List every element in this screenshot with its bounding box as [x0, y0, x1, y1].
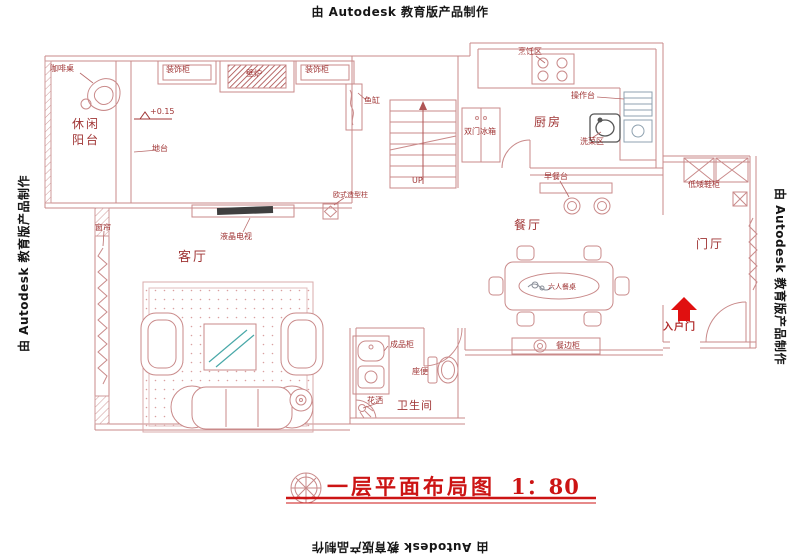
breakfast-bar: [539, 182, 613, 215]
lcd-tv-shape: [216, 206, 274, 215]
label-room-living: 客厅: [178, 250, 209, 265]
label-column: 欧式造型柱: [333, 191, 368, 199]
shoe-cabinet: [683, 157, 749, 207]
label-dining-table: 六人餐桌: [548, 283, 576, 291]
label-floor-level: +0.15: [150, 107, 175, 116]
label-room-foyer: 门厅: [696, 237, 725, 251]
vanity: [352, 335, 390, 395]
title-underline: [286, 496, 596, 504]
armchair-right: [280, 312, 324, 376]
deco-cabinet-right: [295, 60, 355, 85]
european-column: [322, 203, 339, 220]
label-room-kitchen: 厨房: [534, 115, 563, 129]
label-deco-cabinet-left: 装饰柜: [166, 65, 190, 74]
kitchen-door: [501, 139, 531, 169]
label-deco-cabinet-right: 装饰柜: [305, 65, 329, 74]
label-coffee-table: 咖啡桌: [50, 64, 74, 73]
balcony-coffee-table: [80, 78, 121, 111]
fireplace: [219, 60, 295, 93]
window-curtain-right: [748, 217, 758, 291]
deco-cabinet-left: [157, 60, 217, 85]
label-fridge: 双门冰箱: [464, 127, 496, 136]
coffee-table-living: [203, 323, 257, 371]
label-sideboard: 餐边柜: [556, 341, 580, 350]
label-shower: 花洒: [367, 396, 383, 405]
entrance-door-swing: [705, 301, 747, 343]
stairs: [389, 99, 457, 189]
label-veg-wash-area: 洗菜区: [580, 137, 604, 146]
drawing-title-name: 一层平面布局图: [327, 474, 495, 499]
entrance-arrow: [671, 297, 697, 321]
label-breakfast-bar: 早餐台: [544, 172, 568, 181]
side-table: [289, 388, 313, 412]
kitchen-counter: [477, 49, 656, 161]
label-finished-cabinet: 成品柜: [390, 340, 414, 349]
watermark-top: 由 Autodesk 教育版产品制作: [311, 5, 489, 19]
label-platform: 地台: [152, 144, 168, 153]
label-lcd-tv: 液晶电视: [220, 232, 252, 241]
label-fireplace: 壁炉: [246, 69, 262, 78]
drawing-title: 一层平面布局图 1：80: [327, 471, 580, 501]
shower-head: [355, 399, 377, 419]
bathroom-door: [423, 327, 463, 367]
fish-tank: [345, 83, 363, 131]
label-room-dining: 餐厅: [514, 218, 543, 232]
sofa: [170, 385, 314, 430]
fridge: [461, 107, 501, 163]
dining-table: [488, 245, 630, 327]
leader-lines: [79, 55, 625, 409]
tv-cabinet: [191, 204, 295, 218]
label-room-bathroom: 卫生间: [397, 399, 433, 412]
window-curtain-left: [97, 247, 108, 385]
label-entrance-door: 入户门: [663, 322, 696, 333]
kitchen-sink: [589, 113, 621, 143]
drawing-title-scale: 1：80: [511, 474, 580, 499]
label-toilet: 座便: [412, 367, 428, 376]
label-fish-tank: 鱼缸: [364, 96, 380, 105]
label-stairs-up: UP: [412, 176, 423, 185]
wall-hatch: [44, 60, 110, 425]
kitchen-appliances: [623, 91, 653, 143]
label-room-balcony: 休闲阳台: [72, 117, 101, 147]
sideboard: [511, 337, 601, 355]
label-shoe-cabinet: 低矮鞋柜: [688, 180, 720, 189]
level-mark: [134, 111, 172, 120]
label-cooking-area: 烹饪区: [518, 47, 542, 56]
armchair-left: [140, 312, 184, 376]
label-curtain: 窗帘: [95, 223, 111, 232]
label-worktop: 操作台: [571, 91, 595, 100]
